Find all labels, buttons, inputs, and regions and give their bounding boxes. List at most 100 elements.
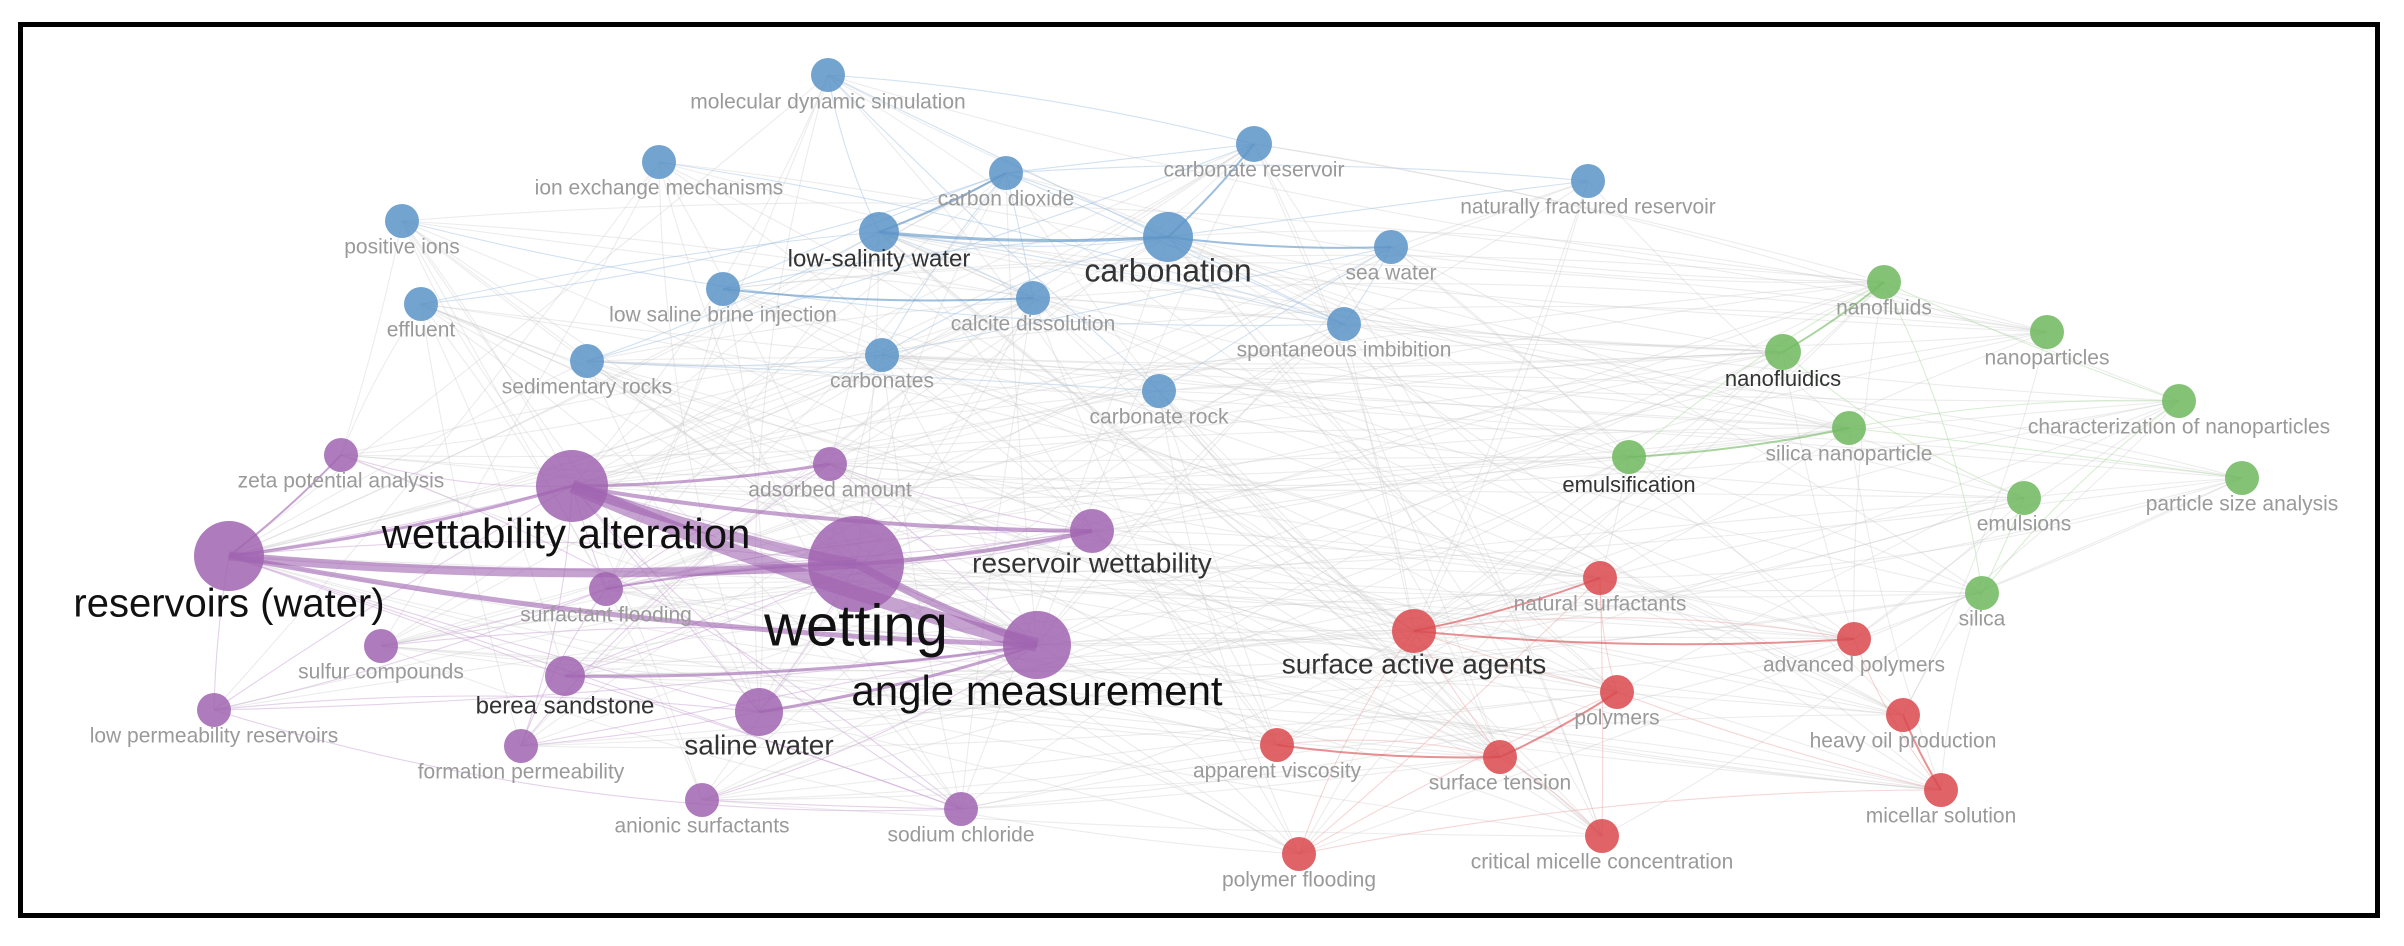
- node-carb[interactable]: [1143, 212, 1193, 262]
- node-anion[interactable]: [685, 783, 719, 817]
- edge-pion-nanofd: [401, 220, 1784, 353]
- edge-carbs-emu: [881, 354, 2025, 499]
- node-surfl[interactable]: [589, 572, 623, 606]
- edge-iem-salw: [658, 161, 760, 713]
- node-reswet[interactable]: [1070, 509, 1114, 553]
- node-sulf[interactable]: [364, 629, 398, 663]
- node-nanofd[interactable]: [1765, 334, 1801, 370]
- edge-mds-crock: [827, 74, 1160, 392]
- node-nanop[interactable]: [2030, 315, 2064, 349]
- node-hop[interactable]: [1886, 698, 1920, 732]
- edge-resw-wet: [228, 541, 857, 565]
- node-crock[interactable]: [1142, 374, 1176, 408]
- edge-sedr-silnp: [586, 357, 1850, 429]
- node-polyfl[interactable]: [1282, 837, 1316, 871]
- node-cdo[interactable]: [989, 156, 1023, 190]
- node-eff[interactable]: [404, 287, 438, 321]
- edge-reswet-advpol: [1091, 530, 1855, 640]
- edge-carbs-wetalt: [571, 354, 883, 487]
- edge-lsbi-saa: [722, 288, 1415, 632]
- edge-surfl-nanofl: [605, 281, 1885, 590]
- node-cdis[interactable]: [1016, 281, 1050, 315]
- node-nacl[interactable]: [944, 792, 978, 826]
- label-angm: angle measurement: [851, 667, 1223, 714]
- label-saa: surface active agents: [1282, 648, 1547, 679]
- edge-crock-nanofd: [1158, 351, 1784, 392]
- edge-wetalt-saa: [571, 485, 1415, 632]
- node-emu[interactable]: [2007, 481, 2041, 515]
- node-sedr[interactable]: [570, 344, 604, 378]
- node-wetalt[interactable]: [536, 450, 608, 522]
- node-poly[interactable]: [1600, 675, 1634, 709]
- node-angm[interactable]: [1003, 611, 1071, 679]
- edge-seaw-emuls: [1390, 246, 1630, 458]
- node-saa[interactable]: [1392, 609, 1436, 653]
- node-lsbi[interactable]: [706, 272, 740, 306]
- strong-edge-wetalt-reswet: [571, 484, 1093, 533]
- edge-sedr-surft: [586, 360, 1501, 758]
- label-fperm: formation permeability: [418, 761, 625, 784]
- node-pion[interactable]: [385, 204, 419, 238]
- node-mic[interactable]: [1924, 773, 1958, 807]
- node-wet[interactable]: [808, 516, 904, 612]
- edge-sulf-nanofd: [380, 351, 1784, 647]
- node-advpol[interactable]: [1837, 622, 1871, 656]
- edge-anion-emuls: [701, 456, 1630, 801]
- edge-cdis-saa: [1032, 297, 1415, 632]
- node-appv[interactable]: [1260, 728, 1294, 762]
- label-carbs: carbonates: [830, 370, 934, 393]
- edge-salw-mic: [758, 704, 1942, 791]
- edge-mds-nanofl: [827, 74, 1885, 283]
- node-lsw[interactable]: [859, 212, 899, 252]
- label-advpol: advanced polymers: [1763, 654, 1945, 677]
- node-surft[interactable]: [1483, 740, 1517, 774]
- node-salw[interactable]: [735, 688, 783, 736]
- label-psa: particle size analysis: [2146, 493, 2339, 516]
- node-nfr[interactable]: [1571, 164, 1605, 198]
- node-emuls[interactable]: [1612, 440, 1646, 474]
- edge-nanofl-emuls: [1628, 281, 1885, 458]
- node-fperm[interactable]: [504, 729, 538, 763]
- node-resw[interactable]: [194, 521, 264, 591]
- node-adsam[interactable]: [813, 447, 847, 481]
- edge-surfl-nanofd: [605, 351, 1784, 590]
- edge-berea-nacl: [564, 675, 962, 810]
- node-mds[interactable]: [811, 58, 845, 92]
- edge-pion-nanop: [401, 202, 2048, 333]
- edge-resw-nacl: [228, 555, 962, 810]
- node-carbs[interactable]: [865, 338, 899, 372]
- node-seaw[interactable]: [1374, 230, 1408, 264]
- edge-crock-saa: [1158, 390, 1415, 632]
- label-charnp: characterization of nanoparticles: [2028, 416, 2330, 439]
- node-nanofl[interactable]: [1867, 265, 1901, 299]
- node-berea[interactable]: [545, 656, 585, 696]
- edge-iem-nacl: [658, 161, 962, 810]
- node-zeta[interactable]: [324, 438, 358, 472]
- node-psa[interactable]: [2225, 461, 2259, 495]
- node-iem[interactable]: [642, 145, 676, 179]
- node-lpr[interactable]: [197, 693, 231, 727]
- edge-sedr-carbs: [586, 354, 883, 367]
- edge-sedr-nanop: [586, 282, 2048, 362]
- edge-surfl-sulf: [380, 588, 607, 647]
- node-cmc[interactable]: [1585, 819, 1619, 853]
- edge-lsw-reswet: [878, 231, 1093, 532]
- edge-cdis-cmc: [1032, 297, 1603, 837]
- node-silica[interactable]: [1965, 576, 1999, 610]
- node-natsurf[interactable]: [1583, 561, 1617, 595]
- edge-wetalt-nanofd: [571, 343, 1784, 487]
- node-spim[interactable]: [1327, 307, 1361, 341]
- edge-resw-mic: [228, 555, 1942, 791]
- edge-seaw-carbs: [881, 246, 1392, 356]
- node-charnp[interactable]: [2162, 384, 2196, 418]
- edge-nfr-polyfl: [1298, 180, 1589, 855]
- edge-reswet-surft: [1091, 530, 1501, 758]
- node-cres[interactable]: [1236, 126, 1272, 162]
- edge-sulf-polyfl: [380, 645, 1300, 855]
- edge-wetalt-mic: [571, 485, 1942, 791]
- edge-lsw-adsam: [829, 231, 880, 465]
- edge-mds-cres: [827, 74, 1255, 145]
- node-silnp[interactable]: [1832, 411, 1866, 445]
- strong-edge-appv-surft: [1276, 744, 1501, 759]
- edge-berea-silica: [564, 590, 1983, 677]
